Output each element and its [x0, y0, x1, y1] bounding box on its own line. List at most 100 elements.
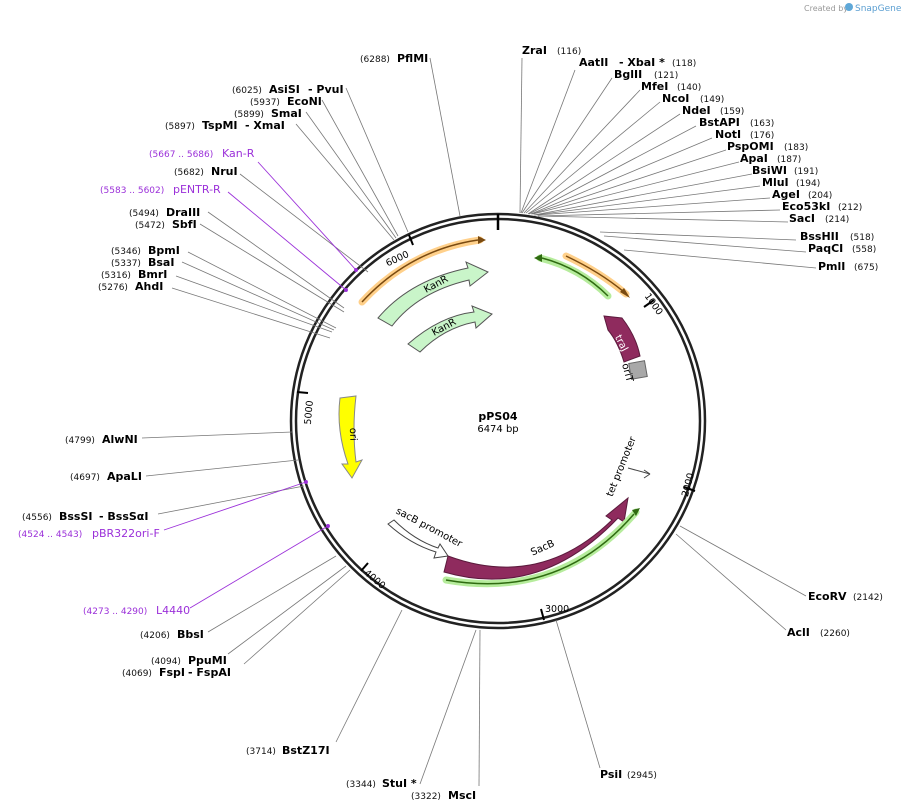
- enzyme-ecorv: EcoRV: [808, 590, 847, 603]
- feature-label-sacb-promoter: sacB promoter: [394, 506, 465, 551]
- enzyme-acli: AclI: [787, 626, 810, 639]
- enzyme-fspi: FspI: [159, 666, 185, 679]
- enzyme-ahdi-pos: (5276): [98, 283, 128, 293]
- enzyme-aatii-pos: (118): [672, 59, 696, 69]
- tick-label-5000: 5000: [303, 400, 316, 425]
- enzyme-fspai: - FspAI: [188, 666, 231, 679]
- enzyme-tspmi-pos: (5897): [165, 122, 195, 132]
- enzyme-eco53ki-pos: (212): [838, 203, 862, 213]
- enzyme-bsai: BsaI: [148, 256, 174, 269]
- plasmid-name: pPS04: [478, 410, 518, 423]
- enzyme-labels-top-right: ZraI (116) AatII - XbaI * (118) BglII (1…: [246, 44, 883, 802]
- enzyme-pvui: - PvuI: [308, 83, 344, 96]
- enzyme-bpmi-pos: (5346): [111, 247, 141, 257]
- enzyme-fspi-pos: (4069): [122, 669, 152, 679]
- enzyme-pflmi-pos: (6288): [360, 55, 390, 65]
- enzyme-bsshii: BssHII: [800, 230, 839, 243]
- enzyme-pmli: PmlI: [818, 260, 845, 273]
- enzyme-saci-pos: (214): [825, 215, 849, 225]
- watermark-brand: SnapGene: [855, 4, 902, 14]
- enzyme-econi: EcoNI: [287, 95, 322, 108]
- enzyme-bsssi-pos: (4556): [22, 513, 52, 523]
- enzyme-apali: ApaLI: [107, 470, 142, 483]
- enzyme-bglii-pos: (121): [654, 71, 678, 81]
- tick-label-3000: 3000: [545, 604, 569, 615]
- enzyme-ppumi: PpuMI: [188, 654, 227, 667]
- enzyme-paqci: PaqCI: [808, 242, 843, 255]
- enzyme-bpmi: BpmI: [148, 244, 180, 257]
- enzyme-alwni-pos: (4799): [65, 436, 95, 446]
- enzyme-sbfi-pos: (5472): [135, 221, 165, 231]
- enzyme-alwni: AlwNI: [102, 433, 138, 446]
- enzyme-pspomi: PspOMI: [727, 140, 774, 153]
- enzyme-acli-pos: (2260): [820, 629, 850, 639]
- enzyme-asisi: AsiSI: [269, 83, 300, 96]
- enzyme-bsiwi-pos: (191): [794, 167, 818, 177]
- enzyme-nrui-pos: (5682): [174, 168, 204, 178]
- enzyme-ncoi-pos: (149): [700, 95, 724, 105]
- feature-label-ori: ori: [347, 428, 358, 441]
- snapgene-logo-icon: [845, 3, 853, 11]
- enzyme-mfei-pos: (140): [677, 83, 701, 93]
- primer-pbr322ori-f-name: pBR322ori-F: [92, 527, 160, 540]
- enzyme-apai: ApaI: [740, 152, 768, 165]
- enzyme-saci: SacI: [789, 212, 815, 225]
- enzyme-ndei: NdeI: [682, 104, 711, 117]
- primer-leaders: [163, 161, 358, 609]
- feature-label-tet-promoter: tet promoter: [605, 434, 639, 498]
- enzyme-ppumi-pos: (4094): [151, 657, 181, 667]
- enzyme-labels-left: FspI - FspAI (4069) PpuMI (4094) BbsI (4…: [22, 52, 428, 679]
- enzyme-bsai-pos: (5337): [111, 259, 141, 269]
- feature-label-orit: oriT: [619, 362, 635, 384]
- enzyme-noti: NotI: [715, 128, 741, 141]
- enzyme-pflmi: PflMI: [397, 52, 428, 65]
- enzyme-bsshii-pos: (518): [850, 233, 874, 243]
- enzyme-stui-pos: (3344): [346, 780, 376, 790]
- primer-kan-r-range: (5667 .. 5686): [149, 150, 213, 160]
- enzyme-bmri: BmrI: [138, 268, 167, 281]
- enzyme-bbsi-pos: (4206): [140, 631, 170, 641]
- enzyme-noti-pos: (176): [750, 131, 774, 141]
- enzyme-leaders: [141, 57, 817, 787]
- enzyme-ahdi: AhdI: [135, 280, 163, 293]
- primer-pbr322ori-f-range: (4524 .. 4543): [18, 530, 82, 540]
- enzyme-pmli-pos: (675): [854, 263, 878, 273]
- enzyme-eco53ki: Eco53kI: [782, 200, 830, 213]
- enzyme-bstapi: BstAPI: [699, 116, 740, 129]
- enzyme-msci: MscI: [448, 789, 476, 802]
- primer-pentr-r-range: (5583 .. 5602): [100, 186, 164, 196]
- enzyme-paqci-pos: (558): [852, 245, 876, 255]
- enzyme-smai-pos: (5899): [234, 110, 264, 120]
- enzyme-ncoi: NcoI: [662, 92, 689, 105]
- enzyme-draiii: DraIII: [166, 206, 200, 219]
- enzyme-mlui: MluI: [762, 176, 789, 189]
- enzyme-stui: StuI *: [382, 777, 417, 790]
- enzyme-agei: AgeI: [772, 188, 800, 201]
- enzyme-psii-pos: (2945): [627, 771, 657, 781]
- enzyme-mfei: MfeI: [641, 80, 668, 93]
- feature-label-sacb: SacB: [529, 538, 556, 558]
- enzyme-mlui-pos: (194): [796, 179, 820, 189]
- primer-l4440-name: L4440: [156, 604, 190, 617]
- enzyme-bsssi: BssSI: [59, 510, 93, 523]
- primer-l4440-range: (4273 .. 4290): [83, 607, 147, 617]
- enzyme-nrui: NruI: [211, 165, 238, 178]
- enzyme-msci-pos: (3322): [411, 792, 441, 802]
- enzyme-pspomi-pos: (183): [784, 143, 808, 153]
- enzyme-bsssai: - BssSαI: [99, 510, 148, 523]
- watermark-prefix: Created by: [804, 4, 848, 13]
- enzyme-apali-pos: (4697): [70, 473, 100, 483]
- enzyme-bstz17i-pos: (3714): [246, 747, 276, 757]
- enzyme-bsiwi: BsiWI: [752, 164, 787, 177]
- primer-pentr-r-name: pENTR-R: [173, 183, 221, 196]
- enzyme-aatii: AatII: [579, 56, 608, 69]
- enzyme-bstapi-pos: (163): [750, 119, 774, 129]
- enzyme-asisi-pos: (6025): [232, 86, 262, 96]
- enzyme-xbai: - XbaI *: [619, 56, 665, 69]
- enzyme-bstz17i: BstZ17I: [282, 744, 330, 757]
- plasmid-size: 6474 bp: [477, 424, 518, 435]
- enzyme-econi-pos: (5937): [250, 98, 280, 108]
- primer-kan-r-name: Kan-R: [222, 147, 255, 160]
- enzyme-zrai: ZraI: [522, 44, 547, 57]
